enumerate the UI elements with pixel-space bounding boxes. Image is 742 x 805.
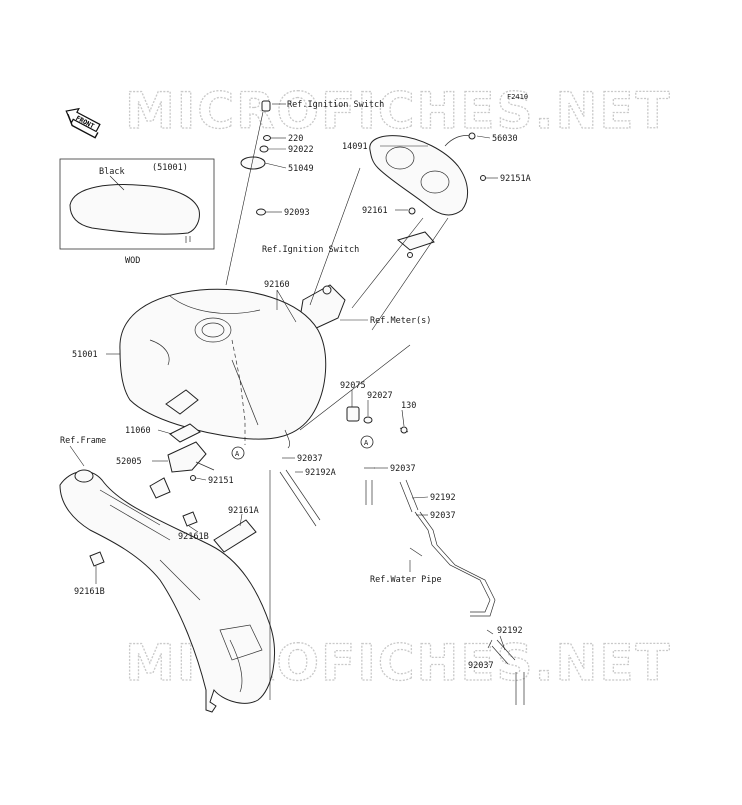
label-56030: 56030: [492, 134, 518, 144]
inset-color-label: Black: [99, 167, 125, 177]
label-ref-ignition-top: Ref.Ignition Switch: [287, 100, 384, 110]
label-leaders: [69, 103, 506, 651]
label-92192-a: 92192: [430, 493, 456, 503]
watermark-top: MICROFICHES.NET: [125, 82, 672, 140]
circle-a-markers: A A: [231, 435, 374, 460]
label-ref-water-pipe: Ref.Water Pipe: [370, 575, 442, 585]
fuel-cap-parts: [240, 100, 271, 216]
label-92192-b: 92192: [497, 626, 523, 636]
label-ref-meter: Ref.Meter(s): [370, 316, 431, 326]
frame: [59, 469, 275, 713]
label-92037-a: 92037: [297, 454, 323, 464]
frame-small-parts: [89, 511, 257, 567]
fuel-cock-parts: [149, 389, 215, 499]
label-14091: 14091: [342, 142, 368, 152]
hoses-and-pipes: [279, 406, 525, 705]
label-92151: 92151: [208, 476, 234, 486]
reference-lines: [225, 111, 449, 700]
label-52005: 52005: [116, 457, 142, 467]
label-92161: 92161: [362, 206, 388, 216]
inset-wod: Black (51001) WOD: [59, 158, 215, 266]
label-51001: 51001: [72, 350, 98, 360]
front-arrow-icon: FRONT: [65, 107, 101, 139]
label-92161b-a: 92161B: [178, 532, 209, 542]
label-92161b-b: 92161B: [74, 587, 105, 597]
label-92093: 92093: [284, 208, 310, 218]
circle-a-right: A: [364, 439, 369, 447]
circle-a-left: A: [235, 450, 240, 458]
label-130: 130: [401, 401, 416, 411]
fuel-tank: [119, 288, 327, 449]
diagram-code: F2410: [507, 93, 528, 101]
label-92037-b: 92037: [390, 464, 416, 474]
label-ref-frame: Ref.Frame: [60, 436, 106, 446]
label-ref-ignition-mid: Ref.Ignition Switch: [262, 245, 359, 255]
label-220: 220: [288, 134, 303, 144]
label-92022: 92022: [288, 145, 314, 155]
label-92037-d: 92037: [468, 661, 494, 671]
label-92161a: 92161A: [228, 506, 259, 516]
inset-part-ref: (51001): [152, 163, 188, 173]
meter-housing: [369, 132, 486, 258]
label-92192a: 92192A: [305, 468, 336, 478]
label-92075: 92075: [340, 381, 366, 391]
label-51049: 51049: [288, 164, 314, 174]
label-92151a: 92151A: [500, 174, 531, 184]
part-labels: Ref.Ignition Switch 220 92022 51049 9209…: [60, 100, 531, 671]
label-92160: 92160: [264, 280, 290, 290]
inset-caption: WOD: [125, 256, 140, 266]
label-92027: 92027: [367, 391, 393, 401]
label-92037-c: 92037: [430, 511, 456, 521]
label-11060: 11060: [125, 426, 151, 436]
